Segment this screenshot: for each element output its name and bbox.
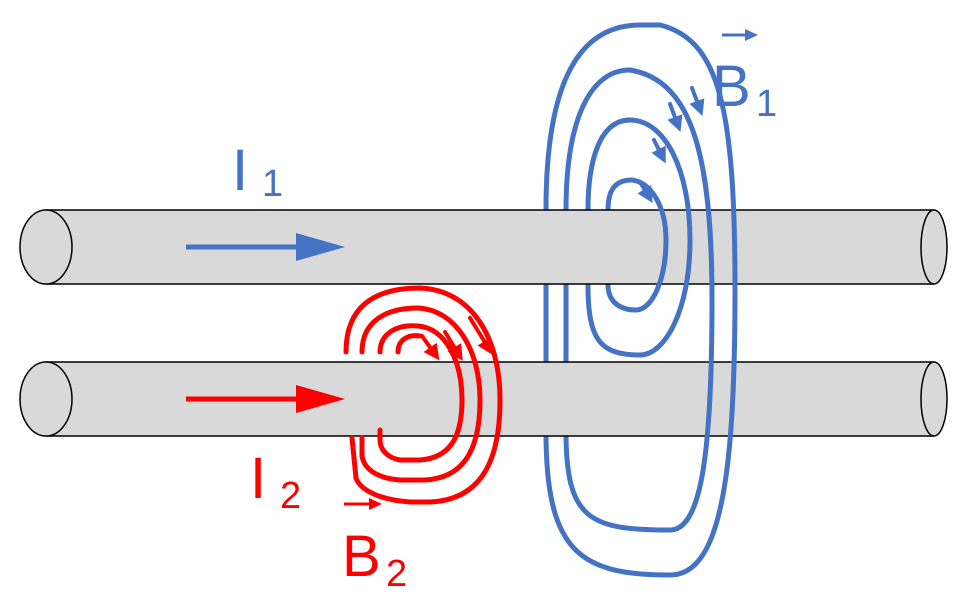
wire-1 [19, 209, 948, 285]
vector-arrow-icon [344, 498, 382, 510]
label-current-2: I 2 [250, 446, 301, 517]
label-field-1-sub: 1 [756, 83, 777, 125]
field-lines-1-back [543, 22, 673, 578]
label-field-1: B 1 [712, 29, 777, 125]
wire-2 [19, 361, 948, 437]
current-arrow-1 [186, 233, 345, 261]
label-field-2-sub: 2 [386, 553, 407, 595]
label-current-2-main: I [250, 446, 266, 511]
label-current-1: I 1 [232, 138, 283, 205]
label-field-1-main: B [712, 54, 751, 119]
field-direction-arrows-2 [420, 316, 493, 361]
field-direction-arrows-1 [637, 86, 705, 203]
label-field-2: B 2 [342, 498, 407, 595]
vector-arrow-icon [722, 29, 758, 41]
label-current-2-sub: 2 [280, 475, 301, 517]
label-current-1-main: I [232, 138, 248, 203]
label-field-2-main: B [342, 524, 381, 589]
label-current-1-sub: 1 [262, 163, 283, 205]
field-lines-2 [343, 285, 503, 505]
current-arrow-2 [186, 385, 345, 413]
